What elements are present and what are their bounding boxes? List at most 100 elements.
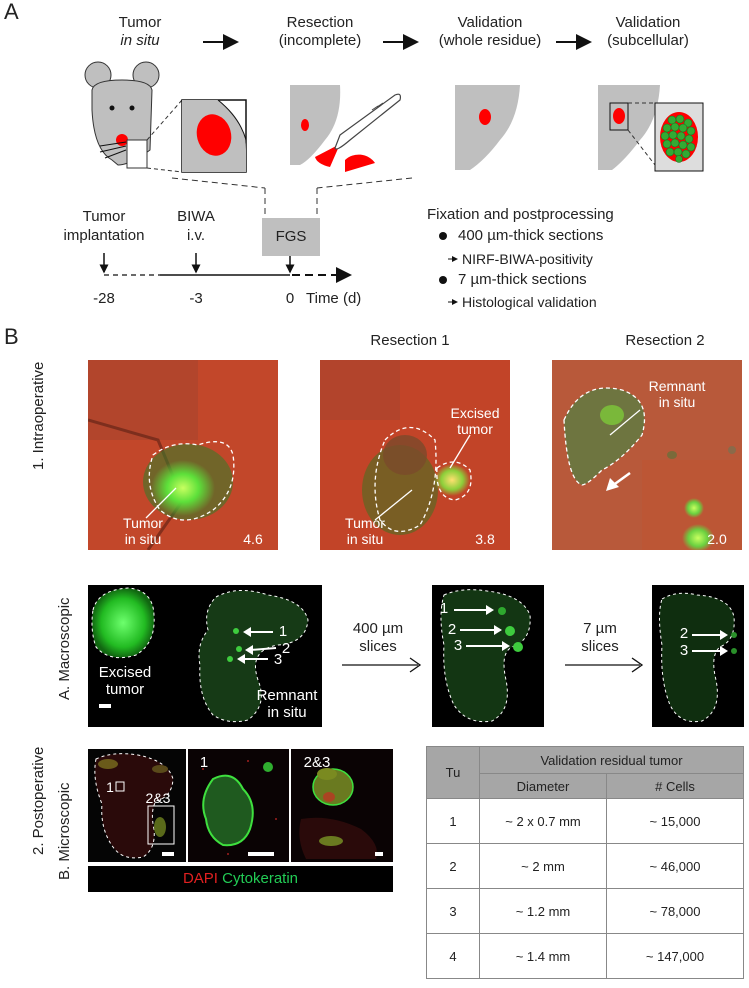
intraop-3-value: 2.0 [707,531,727,547]
intraoperative-label: 1. Intraoperative [30,361,47,470]
table-cell-tu: 4 [426,933,480,979]
micro-roi-label-23: 2&3 [145,790,171,806]
table-cell-tu: 3 [426,888,480,934]
fgs-box [262,218,320,256]
timeline-tick-28: -28 [93,290,115,307]
slices-arrows [342,657,644,673]
macro-image-7um: 2 3 [652,585,744,727]
timeline-event-implantation: implantation [63,227,145,244]
table-cell-diameter: ~ 1.2 mm [479,888,607,934]
table-row: 4 ~ 1.4 mm ~ 147,000 [426,933,744,979]
table-row: 2 ~ 2 mm ~ 46,000 [426,843,744,889]
subcellular-illustration [598,85,704,172]
macro-arrow-label-1: 1 [278,623,288,640]
intraop-image-1: Tumor in situ 4.6 [88,360,278,550]
dapi-legend: DAPI [182,870,218,887]
stage-validation2-sub: (subcellular) [607,32,689,49]
timeline-event-iv: i.v. [186,227,206,244]
slices-7-label-b: slices [581,638,619,655]
cytokeratin-legend: Cytokeratin [222,870,299,887]
panel-a-letter: A [4,0,19,24]
stage-validation1-label: Validation [457,14,523,31]
postprocessing-title: Fixation and postprocessing [427,206,614,223]
validation-table: Tu Validation residual tumor Diameter # … [426,746,744,979]
resection-2-heading: Resection 2 [625,332,705,349]
slice400-label-3: 3 [453,637,463,654]
intraop-3-label-a: Remnant [648,378,706,394]
macro-image-excised-remnant: 1 2 3 Excised tumor Remnant in situ [88,585,322,727]
slice400-label-2: 2 [447,621,457,638]
table-cell-diameter: ~ 2 x 0.7 mm [479,798,607,844]
slices-400-label-b: slices [359,638,397,655]
macro-image-400um: 1 2 3 [432,585,544,727]
stage-resection-sub: (incomplete) [278,32,362,49]
stain-legend: DAPI Cytokeratin [88,866,393,892]
postoperative-label: 2. Postoperative [30,746,47,855]
intraop-2-value: 3.8 [475,531,495,547]
table-row: 3 ~ 1.2 mm ~ 78,000 [426,888,744,934]
micro-roi-label-1: 1 [106,779,114,795]
table-row: 1 ~ 2 x 0.7 mm ~ 15,000 [426,798,744,844]
slice7-label-2: 2 [679,625,689,642]
workflow-schematic [84,34,704,305]
intraop-3-label-b: in situ [658,394,696,410]
intraop-image-2: Excised tumor Tumor in situ 3.8 [320,360,510,550]
stage-resection-label: Resection [286,14,354,31]
intraop-2-excised-b: tumor [457,421,493,437]
micro-image-region-23: 2&3 [291,749,393,862]
micro-panel-label-23: 2&3 [303,754,331,771]
intraop-2-excised-a: Excised [450,405,500,421]
table-cell-cells: ~ 78,000 [606,888,744,934]
stage-tumor-label: Tumor [118,14,162,31]
fgs-label: FGS [275,228,307,245]
stage-validation2-label: Validation [615,14,681,31]
table-header-tu: Tu [426,746,480,799]
slices-7-label-a: 7 µm [583,620,617,637]
micro-panel-label-1: 1 [199,754,209,771]
table-header-cells: # Cells [606,773,744,799]
stage-validation1-sub: (whole residue) [438,32,542,49]
intraop-image-3: Remnant in situ 2.0 [552,360,742,550]
slice400-label-1: 1 [439,600,449,617]
timeline-event-tumor: Tumor [82,208,126,225]
macro-remnant-b: in situ [267,704,307,721]
intraop-2-label-a: Tumor [345,515,385,531]
intraop-1-value: 4.6 [243,531,263,547]
micro-image-overview: 1 2&3 [88,749,186,862]
table-cell-cells: ~ 15,000 [606,798,744,844]
timeline-tick-3: -3 [189,290,203,307]
intraop-2-label-b: in situ [346,531,384,547]
postprocessing-bullet-1: 400 µm-thick sections [458,227,604,244]
macro-arrow-label-3: 3 [273,651,283,668]
resection-illustration [290,85,402,172]
whole-residue-illustration [455,85,520,170]
table-cell-cells: ~ 46,000 [606,843,744,889]
timeline-axis-label: Time (d) [306,290,362,307]
slice7-label-3: 3 [679,642,689,659]
postprocessing-result-1: NIRF-BIWA-positivity [462,251,593,267]
slices-400-label-a: 400 µm [352,620,404,637]
table-header-group: Validation residual tumor [479,746,744,774]
table-cell-cells: ~ 147,000 [606,933,744,979]
microscopic-label: B. Microscopic [56,782,73,880]
macro-excised-b: tumor [105,681,145,698]
table-header-diameter: Diameter [479,773,607,799]
table-cell-diameter: ~ 2 mm [479,843,607,889]
stage-tumor-sub: in situ [120,32,160,49]
resection-1-heading: Resection 1 [370,332,450,349]
postprocessing-result-2: Histological validation [462,294,597,310]
macroscopic-label: A. Macroscopic [56,597,73,700]
panel-b-letter: B [4,324,19,349]
intraop-1-label-a: Tumor [123,515,163,531]
table-cell-tu: 1 [426,798,480,844]
timeline-event-biwa: BIWA [177,208,215,225]
micro-image-region-1: 1 [188,749,289,862]
table-cell-tu: 2 [426,843,480,889]
table-cell-diameter: ~ 1.4 mm [479,933,607,979]
postprocessing-bullet-2: 7 µm-thick sections [458,271,587,288]
macro-arrow-label-2: 2 [281,640,291,657]
mouse-illustration [84,61,247,173]
timeline-tick-0: 0 [285,290,295,307]
macro-excised-a: Excised [98,664,152,681]
intraop-1-label-b: in situ [124,531,162,547]
